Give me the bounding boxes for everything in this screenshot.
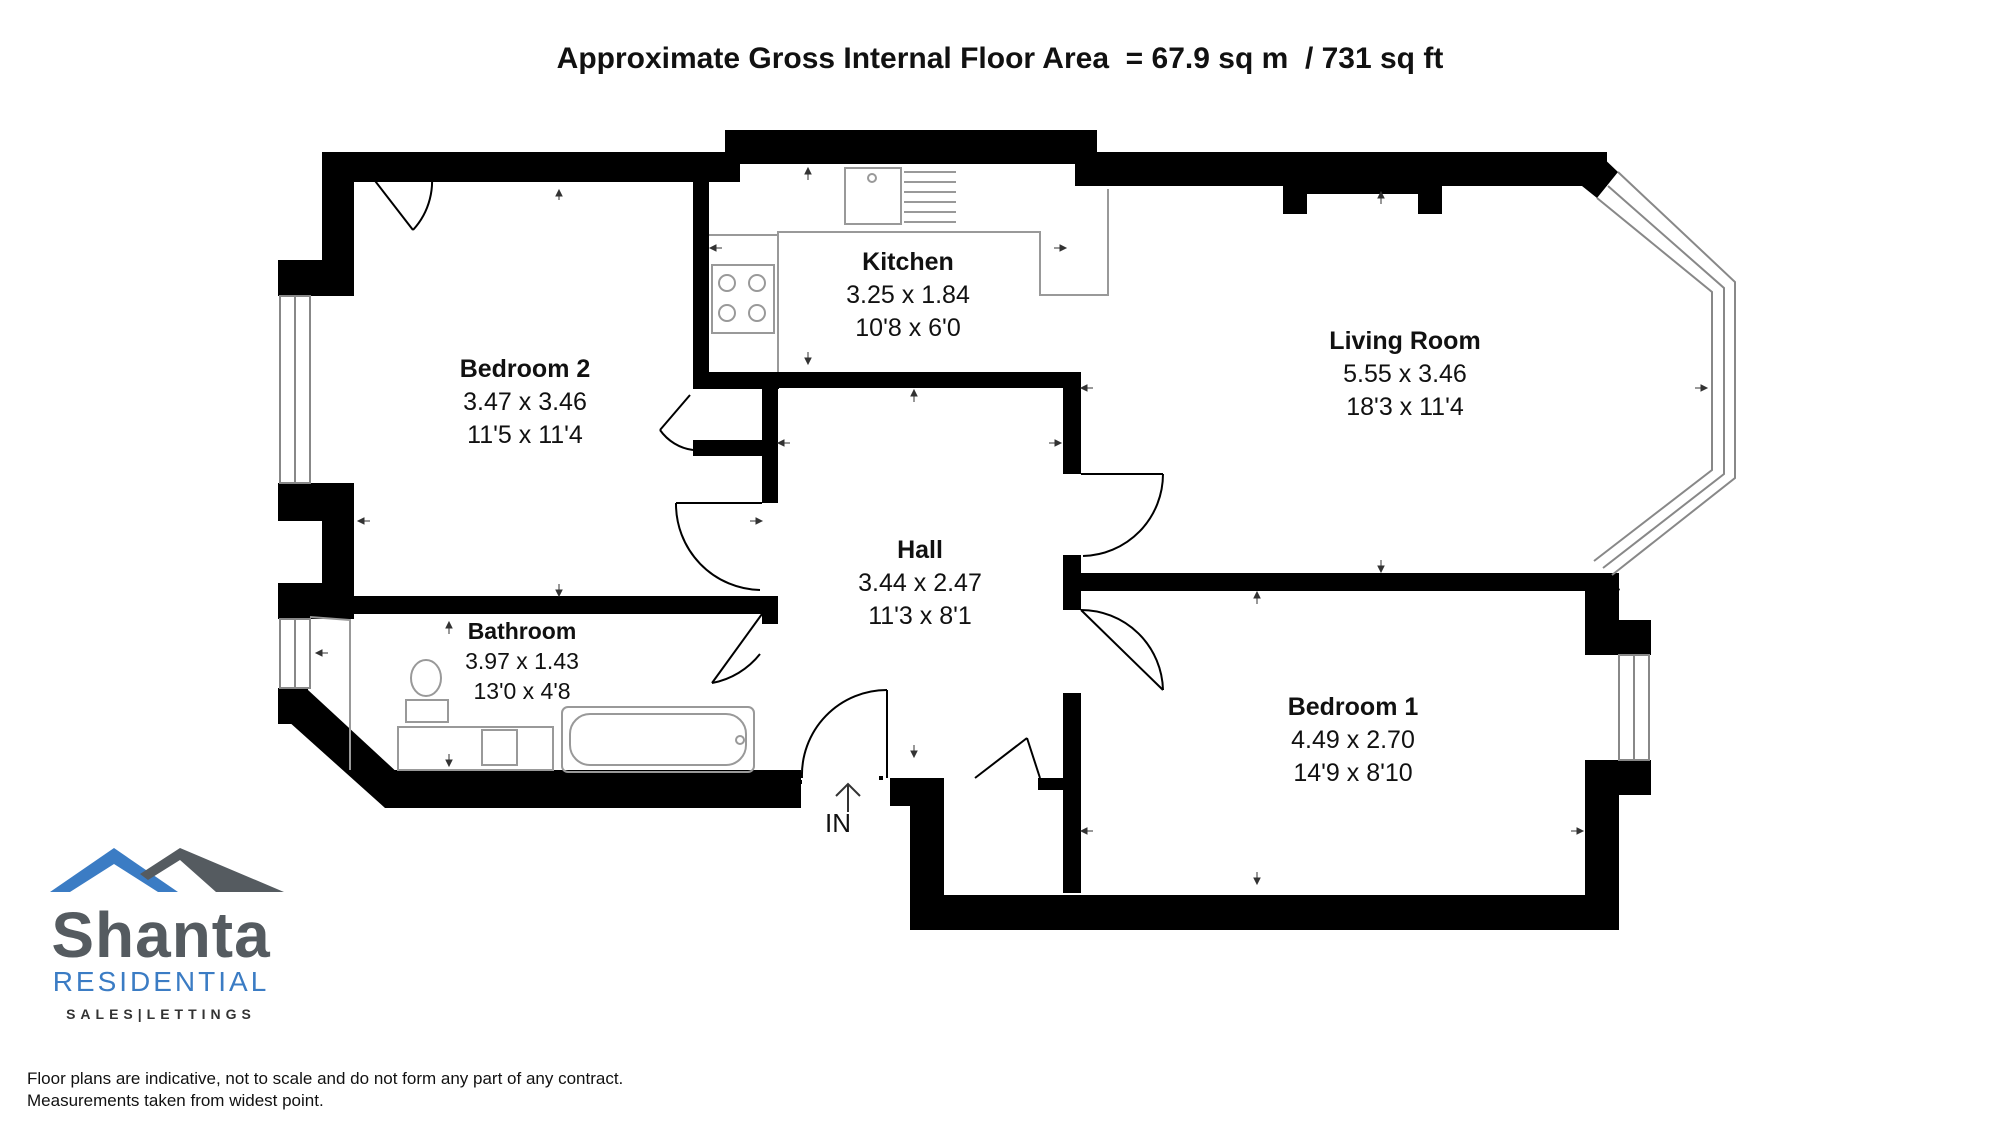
disclaimer-line-2: Measurements taken from widest point. xyxy=(27,1091,324,1110)
roof-icon xyxy=(50,848,284,892)
room-hall: Hall 3.44 x 2.47 11'3 x 8'1 xyxy=(858,534,982,633)
room-kitchen: Kitchen 3.25 x 1.84 10'8 x 6'0 xyxy=(846,246,970,345)
fixtures xyxy=(309,167,1109,773)
logo-tagline: SALES|LETTINGS xyxy=(66,1006,256,1022)
room-metric: 5.55 x 3.46 xyxy=(1343,360,1467,388)
shanta-logo: Shanta RESIDENTIAL SALES|LETTINGS xyxy=(30,840,300,1025)
entry-label: IN xyxy=(825,808,851,838)
room-name: Kitchen xyxy=(862,248,954,276)
room-bathroom: Bathroom 3.97 x 1.43 13'0 x 4'8 xyxy=(465,616,579,706)
floor-area-title: Approximate Gross Internal Floor Area = … xyxy=(556,42,1444,75)
doors xyxy=(361,162,1164,784)
room-imperial: 11'3 x 8'1 xyxy=(868,602,972,630)
room-name: Bedroom 1 xyxy=(1287,693,1419,721)
entry-arrow-icon xyxy=(835,782,861,812)
room-metric: 4.49 x 2.70 xyxy=(1291,726,1415,754)
room-imperial: 14'9 x 8'10 xyxy=(1293,759,1413,787)
room-bedroom-2: Bedroom 2 3.47 x 3.46 11'5 x 11'4 xyxy=(460,353,591,452)
logo-name: Shanta xyxy=(51,899,271,971)
room-metric: 3.47 x 3.46 xyxy=(463,388,587,416)
room-imperial: 10'8 x 6'0 xyxy=(855,314,961,342)
room-imperial: 11'5 x 11'4 xyxy=(467,421,583,449)
room-imperial: 13'0 x 4'8 xyxy=(473,678,571,704)
disclaimer: Floor plans are indicative, not to scale… xyxy=(27,1068,623,1112)
room-metric: 3.97 x 1.43 xyxy=(465,648,579,674)
room-name: Living Room xyxy=(1329,327,1481,355)
walls xyxy=(278,130,1651,930)
drainer xyxy=(904,171,956,223)
room-name: Bedroom 2 xyxy=(459,355,591,383)
logo-subtitle: RESIDENTIAL xyxy=(52,966,270,997)
room-metric: 3.25 x 1.84 xyxy=(846,281,970,309)
room-imperial: 18'3 x 11'4 xyxy=(1346,393,1464,421)
measurement-arrows xyxy=(314,166,1709,886)
room-name: Bathroom xyxy=(467,618,577,644)
disclaimer-line-1: Floor plans are indicative, not to scale… xyxy=(27,1069,624,1088)
windows xyxy=(279,171,1736,761)
room-living-room: Living Room 5.55 x 3.46 18'3 x 11'4 xyxy=(1329,325,1480,424)
room-metric: 3.44 x 2.47 xyxy=(858,569,982,597)
room-name: Hall xyxy=(897,536,943,564)
room-bedroom-1: Bedroom 1 4.49 x 2.70 14'9 x 8'10 xyxy=(1288,691,1419,790)
